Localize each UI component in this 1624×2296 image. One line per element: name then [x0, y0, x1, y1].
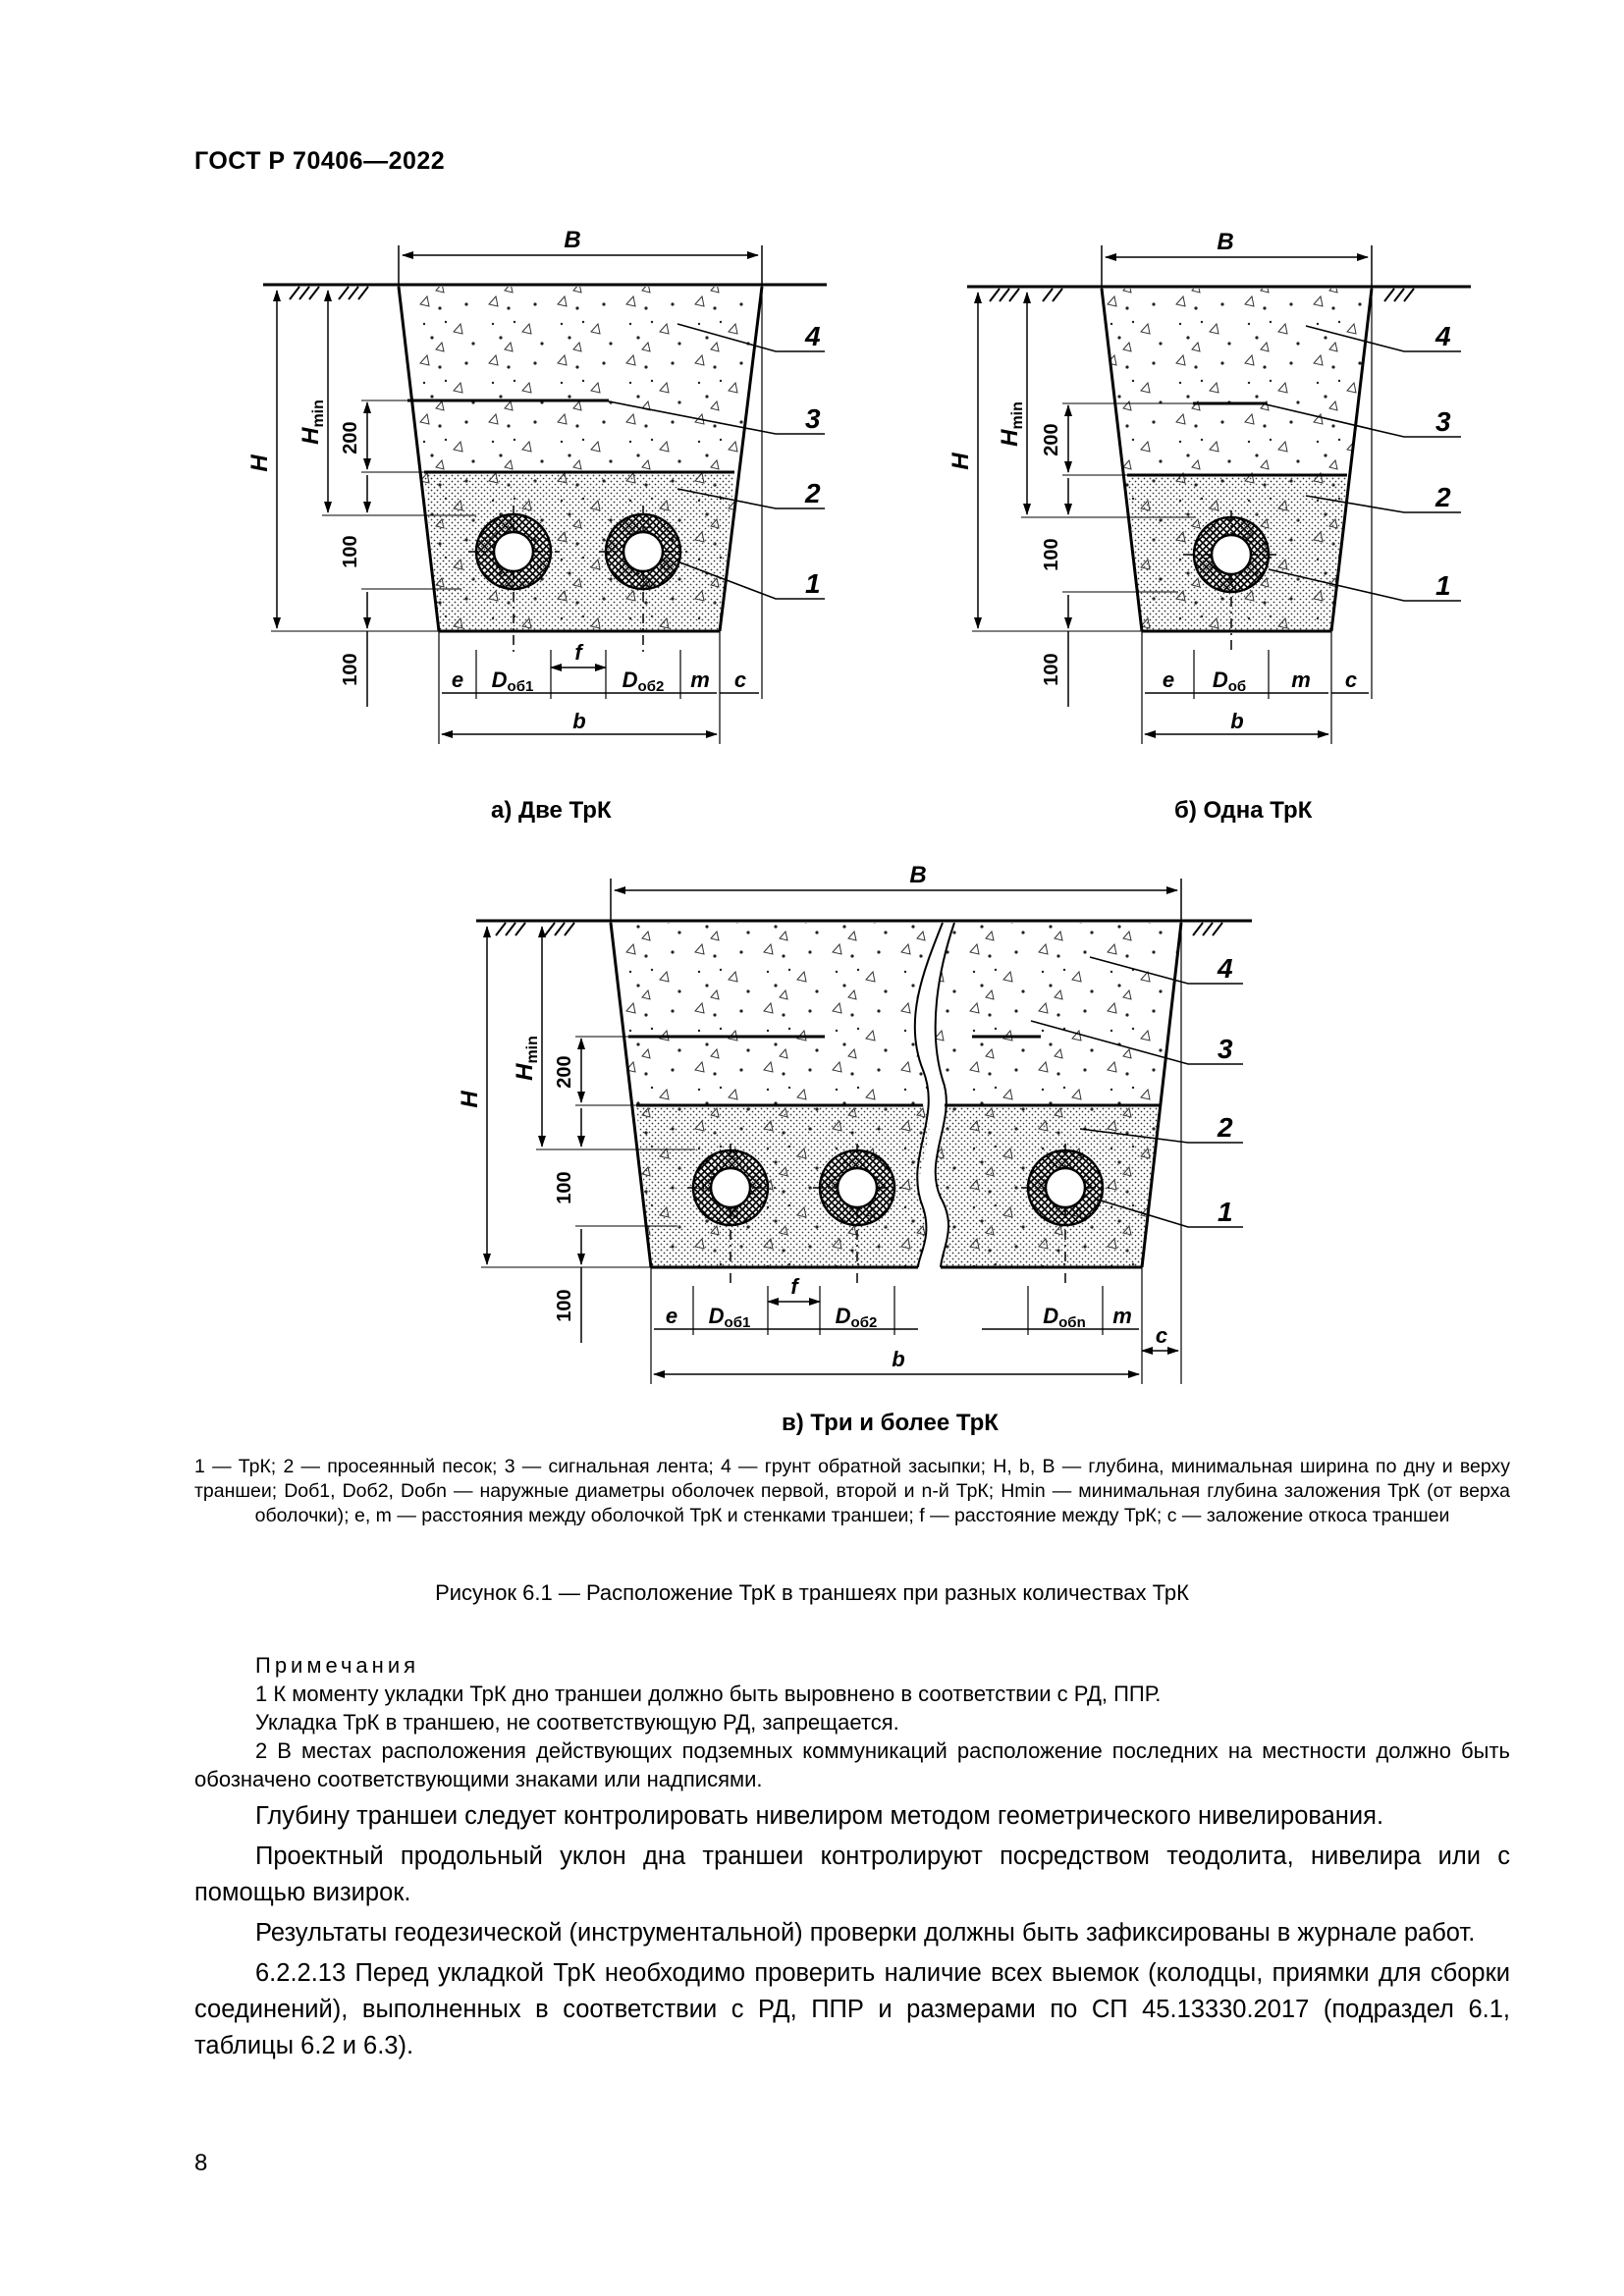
dim-m-c: m — [1112, 1304, 1132, 1328]
trench-figure: B H Hmin 200 100 100 e Dоб1 f — [246, 227, 1471, 1384]
callout-4-b: 4 — [1435, 321, 1451, 351]
callout-4-a: 4 — [804, 321, 821, 351]
dim-B-b: B — [1217, 229, 1233, 255]
dim-c-c: c — [1156, 1323, 1167, 1348]
dim-b-b: b — [1230, 709, 1243, 733]
figure-title: Рисунок 6.1 — Расположение ТрК в траншея… — [435, 1580, 1189, 1605]
dim-100a-c: 100 — [554, 1171, 575, 1203]
cable-cn — [1021, 1144, 1110, 1286]
svg-text:Hmin: Hmin — [512, 1036, 541, 1081]
paragraph: 6.2.2.13 Перед укладкой ТрК необходимо п… — [194, 1959, 1510, 2059]
dim-200-a: 200 — [340, 421, 361, 454]
dim-100b-b: 100 — [1041, 653, 1062, 685]
dim-100b-a: 100 — [340, 653, 361, 685]
callout-1-a: 1 — [805, 568, 821, 599]
dim-H-b: H — [947, 453, 974, 470]
callout-2-b: 2 — [1435, 482, 1451, 512]
dim-B-c: B — [909, 862, 926, 888]
note-line: 1 К моменту укладки ТрК дно траншеи долж… — [255, 1682, 1162, 1706]
dim-f-c: f — [790, 1274, 800, 1299]
dim-D1-c: Dоб1 — [709, 1304, 751, 1331]
callout-3-b: 3 — [1435, 406, 1451, 437]
dim-200-b: 200 — [1041, 423, 1062, 455]
svg-text:Hmin: Hmin — [997, 401, 1026, 447]
dim-m-b: m — [1291, 667, 1311, 692]
caption-a: а) Две ТрК — [491, 797, 612, 824]
note-line: 2 В местах расположения действующих подз… — [194, 1738, 1510, 1791]
paragraph: Результаты геодезической (инструментальн… — [255, 1919, 1476, 1947]
dim-b-c: b — [892, 1347, 904, 1371]
dim-e-b: e — [1163, 667, 1174, 692]
dim-b-a: b — [572, 709, 585, 733]
dim-200-c: 200 — [554, 1055, 575, 1088]
dim-D-b: Dоб — [1213, 667, 1246, 695]
dim-100b-c: 100 — [554, 1289, 575, 1321]
dim-Hmin-c: Hmin — [512, 1036, 541, 1081]
note-line: Укладка ТрК в траншею, не соответствующу… — [255, 1710, 899, 1735]
page-number: 8 — [194, 2150, 208, 2176]
figure-legend: 1 — ТрК; 2 — просеянный песок; 3 — сигна… — [194, 1456, 1510, 1526]
dim-Hmin-a: Hmin — [298, 400, 327, 445]
notes-block: Примечания 1 К моменту укладки ТрК дно т… — [194, 1651, 1510, 1793]
callout-3-a: 3 — [805, 403, 821, 434]
callout-1-c: 1 — [1218, 1197, 1233, 1227]
dim-Dn-c: Dобn — [1043, 1304, 1085, 1331]
dim-e-c: e — [666, 1304, 677, 1328]
dim-H-c: H — [457, 1091, 483, 1108]
callout-1-b: 1 — [1435, 570, 1451, 601]
figure-a-two-cables: B H Hmin 200 100 100 e Dоб1 f — [246, 227, 827, 744]
callout-2-a: 2 — [804, 478, 821, 508]
cable-c2 — [813, 1144, 901, 1286]
caption-b: б) Одна ТрК — [1174, 797, 1313, 824]
dim-e-a: e — [452, 667, 463, 692]
dim-D2-c: Dоб2 — [836, 1304, 878, 1331]
cable-c1 — [687, 1144, 776, 1286]
dim-B-a: B — [564, 227, 580, 253]
notes-title: Примечания — [255, 1653, 420, 1678]
dim-c-b: c — [1345, 667, 1357, 692]
dim-c-a: c — [734, 667, 746, 692]
figure-c-three-or-more: B H Hmin 200 100 100 e Dо — [457, 862, 1252, 1384]
dim-f-a: f — [574, 640, 584, 665]
paragraph: Проектный продольный уклон дна траншеи к… — [194, 1842, 1510, 1906]
dim-m-a: m — [690, 667, 710, 692]
cable-a1 — [468, 506, 560, 653]
paragraph: Глубину траншеи следует контролировать н… — [255, 1802, 1384, 1830]
body-text: Глубину траншеи следует контролировать н… — [194, 1798, 1510, 2068]
callout-2-c: 2 — [1217, 1112, 1233, 1143]
caption-c: в) Три и более ТрК — [782, 1410, 999, 1436]
figure-b-one-cable: B H Hmin 200 100 100 e Dоб m c b — [947, 229, 1471, 744]
callout-3-c: 3 — [1218, 1034, 1233, 1064]
document-header: ГОСТ Р 70406—2022 — [194, 147, 446, 175]
dim-100a-b: 100 — [1041, 538, 1062, 570]
dim-D1-a: Dоб1 — [492, 667, 534, 695]
dim-H-a: H — [246, 454, 273, 472]
dim-D2-a: Dоб2 — [623, 667, 665, 695]
cable-b1 — [1183, 510, 1276, 653]
dim-100a-a: 100 — [340, 535, 361, 567]
callout-4-c: 4 — [1217, 953, 1233, 984]
svg-text:Hmin: Hmin — [298, 400, 327, 445]
dim-Hmin-b: Hmin — [997, 401, 1026, 447]
cable-a2 — [599, 506, 687, 653]
